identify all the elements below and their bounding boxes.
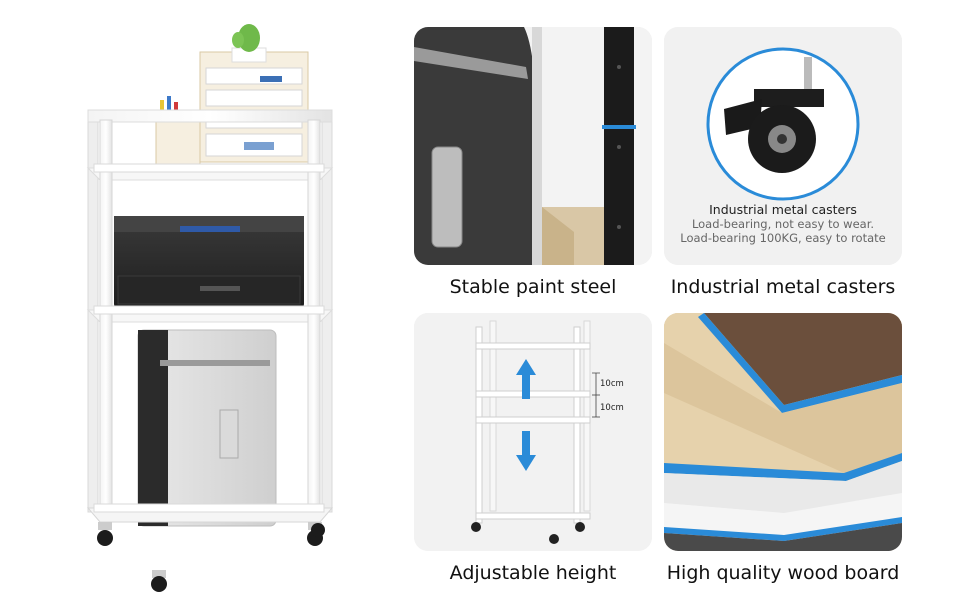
steel-detail-panel [414,27,652,265]
printer-stand-illustration [86,24,334,592]
casters-title-text: Industrial metal casters [709,202,857,217]
wood-board-illustration [664,313,902,551]
blue-edge-band-bottom [664,517,902,541]
main-product-image [60,10,360,595]
steel-closeup-illustration [414,27,652,265]
paper-shredder [137,329,277,527]
adjustable-height-panel: 10cm 10cm [414,313,652,551]
stand-casters [97,522,325,592]
height-gap-top-label: 10cm [600,379,624,389]
laser-printer [114,216,304,308]
caption-adjustable: Adjustable height [449,562,617,584]
caption-wood: High quality wood board [666,562,900,584]
wood-board-panel [664,313,902,551]
caption-steel: Stable paint steel [449,276,617,298]
casters-feature-line-1: Load-bearing, not easy to wear. [691,217,875,231]
adjustable-stand-illustration [414,313,652,551]
blue-accent-line [602,125,636,129]
height-gap-bottom-label: 10cm [600,403,624,413]
blue-edge-band-top [698,313,902,413]
caption-casters: Industrial metal casters [670,276,896,298]
arrow-up-icon [516,359,536,399]
caster-closeup-illustration [664,27,902,265]
desk-organizer [155,24,309,165]
casters-feature-line-2: Load-bearing 100KG, easy to rotate [680,231,886,245]
arrow-down-icon [516,431,536,471]
casters-detail-panel: Industrial metal casters Load-bearing, n… [664,27,902,265]
blue-edge-band-middle [664,453,902,481]
